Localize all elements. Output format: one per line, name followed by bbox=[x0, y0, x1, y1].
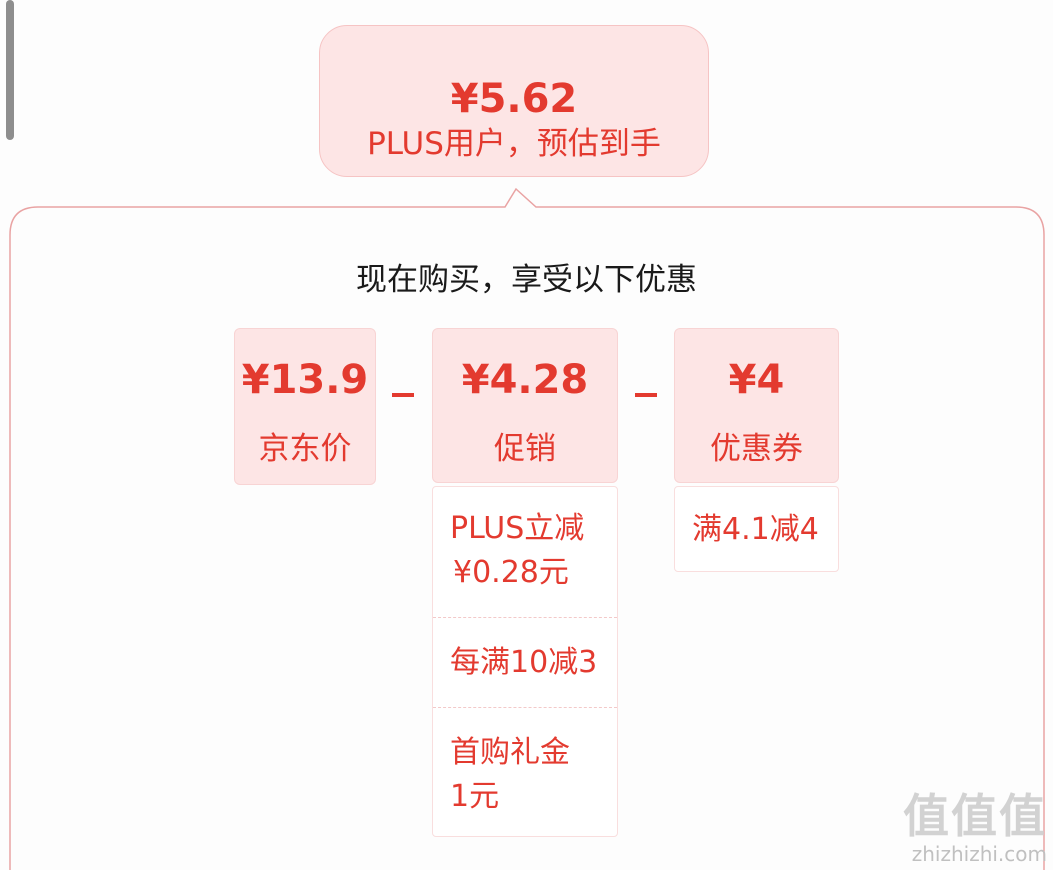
coupon-details: 满4.1减4 bbox=[674, 486, 839, 572]
jd-price-card: ¥13.9 京东价 bbox=[234, 328, 376, 485]
estimated-price: ¥5.62 bbox=[450, 76, 578, 122]
promotion-details: PLUS立减 ¥0.28元 每满10减3 首购礼金 1元 bbox=[432, 486, 618, 837]
jd-price-amount: ¥13.9 bbox=[241, 357, 369, 403]
minus-operator bbox=[635, 393, 657, 397]
coupon-card: ¥4 优惠券 bbox=[674, 328, 839, 483]
scrollbar[interactable] bbox=[6, 0, 14, 140]
promotion-item: 首购礼金 bbox=[450, 735, 570, 770]
divider bbox=[433, 707, 617, 708]
watermark-logo: 值值值 bbox=[903, 789, 1047, 843]
jd-price-label: 京东价 bbox=[258, 431, 352, 467]
promotion-item-amount: 1元 bbox=[450, 779, 500, 814]
promotion-amount: ¥4.28 bbox=[461, 357, 589, 403]
divider bbox=[433, 617, 617, 618]
promotion-item-amount: ¥0.28元 bbox=[453, 555, 569, 590]
minus-operator bbox=[392, 393, 414, 397]
promotion-label: 促销 bbox=[494, 431, 556, 467]
watermark-url: zhizhizhi.com bbox=[911, 842, 1047, 866]
promotion-item: 每满10减3 bbox=[450, 645, 598, 680]
price-summary-bubble: ¥5.62 PLUS用户，预估到手 bbox=[319, 25, 709, 177]
promotion-item: PLUS立减 bbox=[450, 511, 585, 546]
coupon-label: 优惠券 bbox=[710, 431, 803, 467]
promotion-card: ¥4.28 促销 bbox=[432, 328, 618, 483]
coupon-item: 满4.1减4 bbox=[692, 512, 819, 547]
panel-title: 现在购买，享受以下优惠 bbox=[356, 262, 697, 298]
estimated-price-caption: PLUS用户，预估到手 bbox=[367, 126, 661, 162]
watermark: 值值值 zhizhizhi.com bbox=[903, 780, 1047, 866]
coupon-amount: ¥4 bbox=[728, 357, 785, 403]
